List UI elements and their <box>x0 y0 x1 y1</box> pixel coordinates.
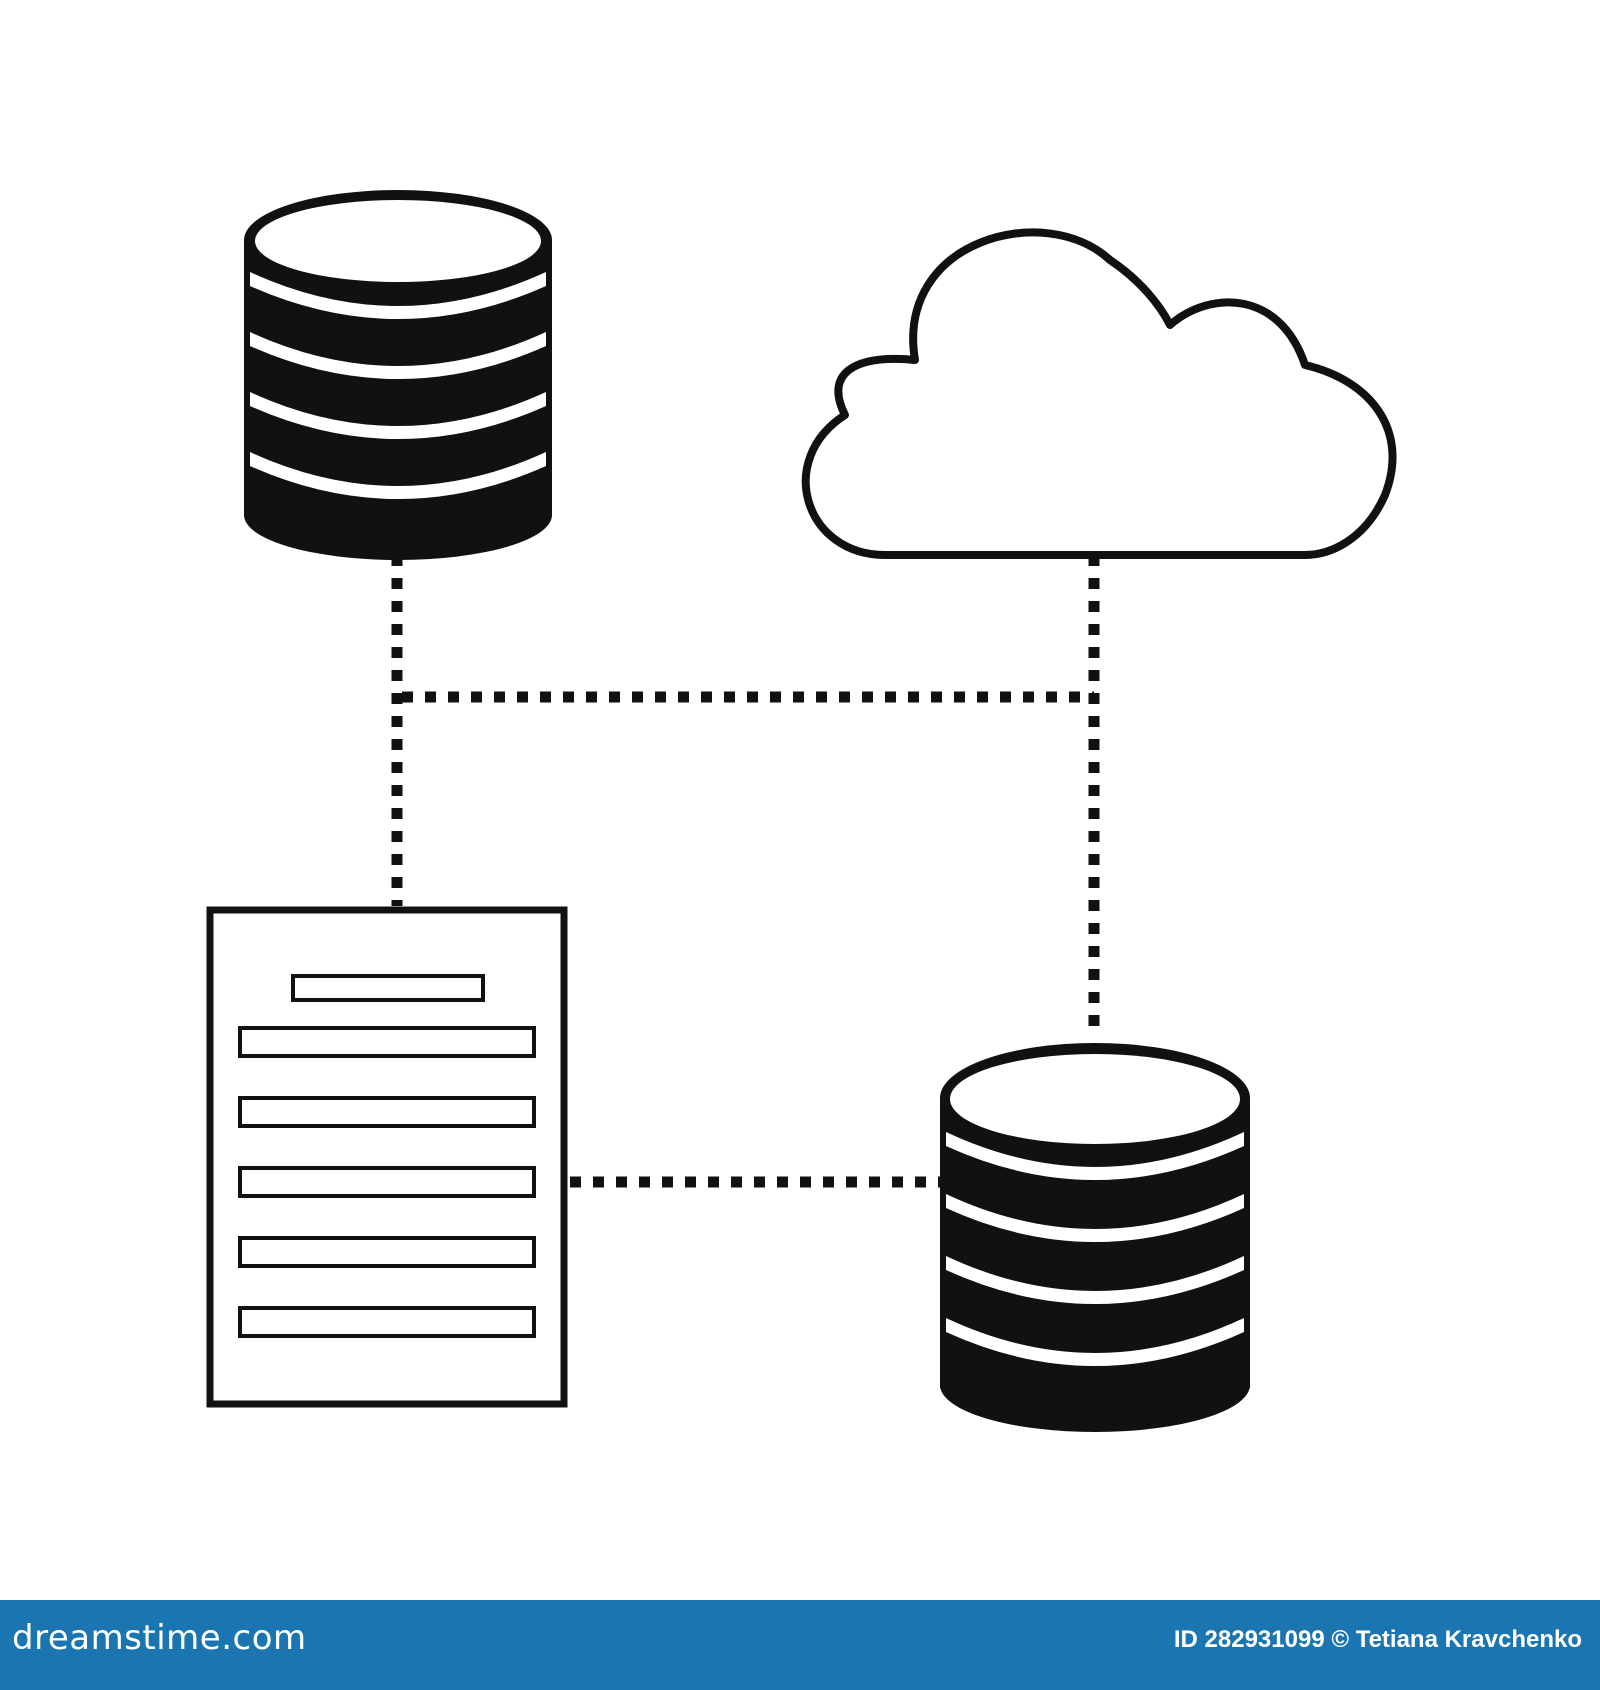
image-credit: ID 282931099 © Tetiana Kravchenko <box>1173 1626 1582 1653</box>
watermark-brand: dreamstime.com <box>12 1618 307 1658</box>
document-text-line <box>238 1236 536 1268</box>
database-icon-top-left <box>244 190 552 560</box>
connectors <box>391 555 1100 1188</box>
cloud-icon <box>801 228 1397 559</box>
watermark-bar: dreamstime.com ID 282931099 © Tetiana Kr… <box>0 1600 1600 1690</box>
document-text-line <box>238 1026 536 1058</box>
database-icon-bottom-right <box>940 1043 1250 1432</box>
document-text-line <box>238 1306 536 1338</box>
document-text-line <box>238 1096 536 1128</box>
document-icon <box>206 906 568 1408</box>
document-text-line <box>238 1166 536 1198</box>
network-diagram <box>206 190 1397 1432</box>
document-title-line <box>291 974 485 1002</box>
